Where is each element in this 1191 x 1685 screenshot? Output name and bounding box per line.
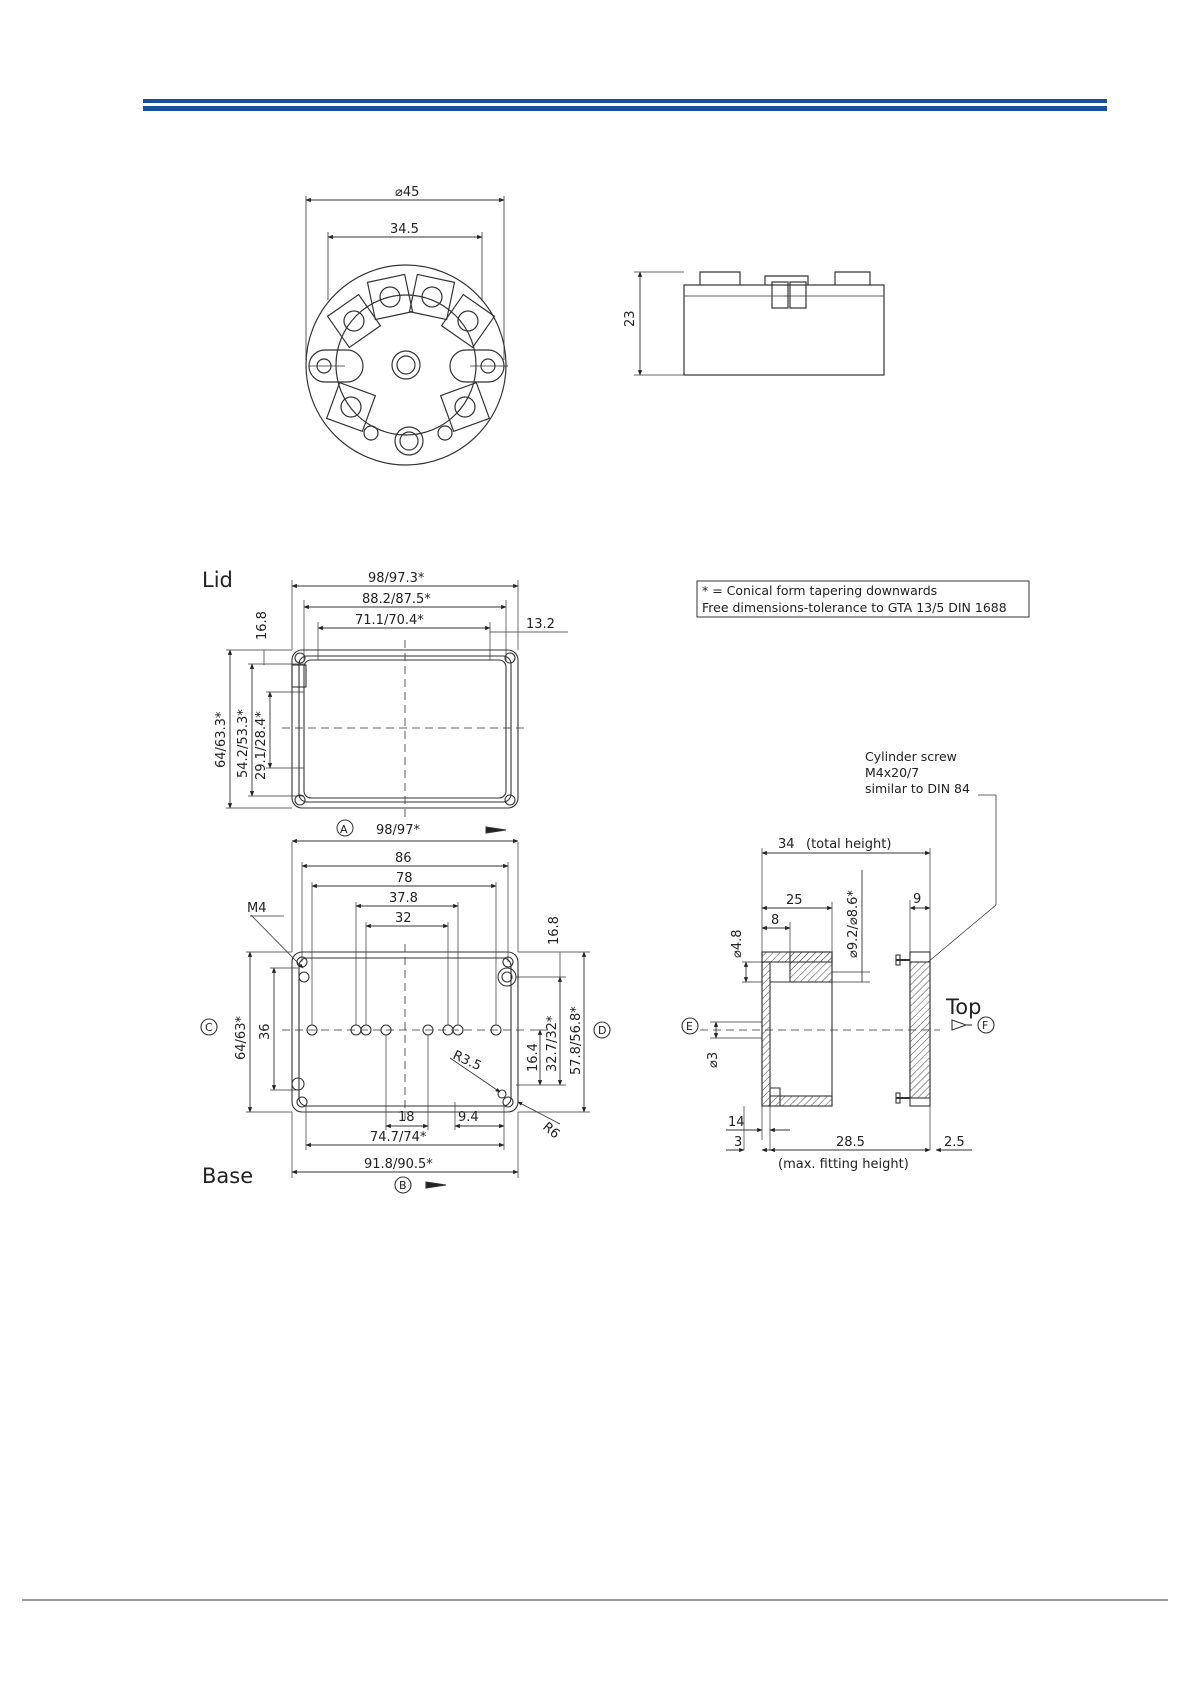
notes-box <box>696 580 1030 618</box>
base-d94: 9.4 <box>458 1110 479 1125</box>
view-a-row <box>291 819 519 844</box>
marker-d: D <box>598 1024 606 1037</box>
sec-fit-lbl: (max. fitting height) <box>778 1157 909 1172</box>
base-d747: 74.7/74* <box>370 1130 427 1145</box>
lid-view-width: 98/97* <box>376 823 420 838</box>
sec-d8: 8 <box>771 913 779 928</box>
screw-line-1: Cylinder screw <box>865 749 957 764</box>
sec-d25b: 2.5 <box>944 1135 965 1150</box>
base-drawing <box>200 842 611 1194</box>
lid-w-mid: 88.2/87.5* <box>362 592 431 607</box>
sec-d14: 14 <box>728 1115 745 1130</box>
note-line-2: Free dimensions-tolerance to GTA 13/5 DI… <box>702 600 1007 615</box>
base-d18: 18 <box>398 1110 415 1125</box>
sec-d3dia: ⌀3 <box>706 1052 721 1068</box>
sec-top: Top <box>945 995 981 1019</box>
base-r6: R6 <box>539 1120 562 1143</box>
sec-d48: ⌀4.8 <box>730 929 745 958</box>
lid-title: Lid <box>202 568 233 592</box>
round-head-top-view <box>305 196 508 466</box>
lid-h-mid: 54.2/53.3* <box>236 709 251 778</box>
base-r35: R3.5 <box>450 1048 483 1074</box>
lid-drawing <box>226 580 568 818</box>
lid-corner: 16.8 <box>255 611 270 640</box>
sec-total-lbl: (total height) <box>806 837 891 852</box>
base-w86: 86 <box>395 851 412 866</box>
screw-line-3: similar to DIN 84 <box>865 781 970 796</box>
sec-d25: 25 <box>786 893 803 908</box>
sec-total-val: 34 <box>778 837 795 852</box>
lid-right-offset: 13.2 <box>526 617 555 632</box>
sec-d9: 9 <box>913 892 921 907</box>
base-title: Base <box>202 1164 253 1188</box>
marker-e: E <box>686 1020 693 1033</box>
base-w78: 78 <box>396 871 413 886</box>
sec-d285: 28.5 <box>836 1135 865 1150</box>
base-d918: 91.8/90.5* <box>364 1157 433 1172</box>
dim-23: 23 <box>623 310 638 327</box>
note-line-1: * = Conical form tapering downwards <box>702 583 937 598</box>
round-head-side-view <box>634 271 885 376</box>
sec-d3: 3 <box>734 1135 742 1150</box>
base-h164: 16.4 <box>526 1043 541 1072</box>
lid-w-inner: 71.1/70.4* <box>355 613 424 628</box>
sec-d92: ⌀9.2/⌀8.6* <box>846 890 861 958</box>
lid-w-outer: 98/97.3* <box>368 571 425 586</box>
marker-a: A <box>340 823 348 836</box>
dim-dia-45: ⌀45 <box>395 185 419 200</box>
screw-line-2: M4x20/7 <box>865 765 919 780</box>
header-rule <box>143 99 1107 111</box>
marker-f: F <box>982 1019 988 1032</box>
section-drawing <box>681 794 997 1153</box>
base-m4: M4 <box>247 901 267 916</box>
base-h327: 32.7/32* <box>545 1015 560 1072</box>
base-corner: 16.8 <box>547 916 562 945</box>
marker-c: C <box>205 1021 213 1034</box>
marker-b: B <box>399 1179 407 1192</box>
base-w32: 32 <box>395 911 412 926</box>
base-h-outer: 64/63* <box>234 1016 249 1060</box>
base-h578: 57.8/56.8* <box>569 1006 584 1075</box>
lid-h-outer: 64/63.3* <box>214 711 229 768</box>
base-h36: 36 <box>258 1023 273 1040</box>
dim-34-5: 34.5 <box>390 222 419 237</box>
lid-h-inner: 29.1/28.4* <box>254 711 269 780</box>
base-w378: 37.8 <box>389 891 418 906</box>
